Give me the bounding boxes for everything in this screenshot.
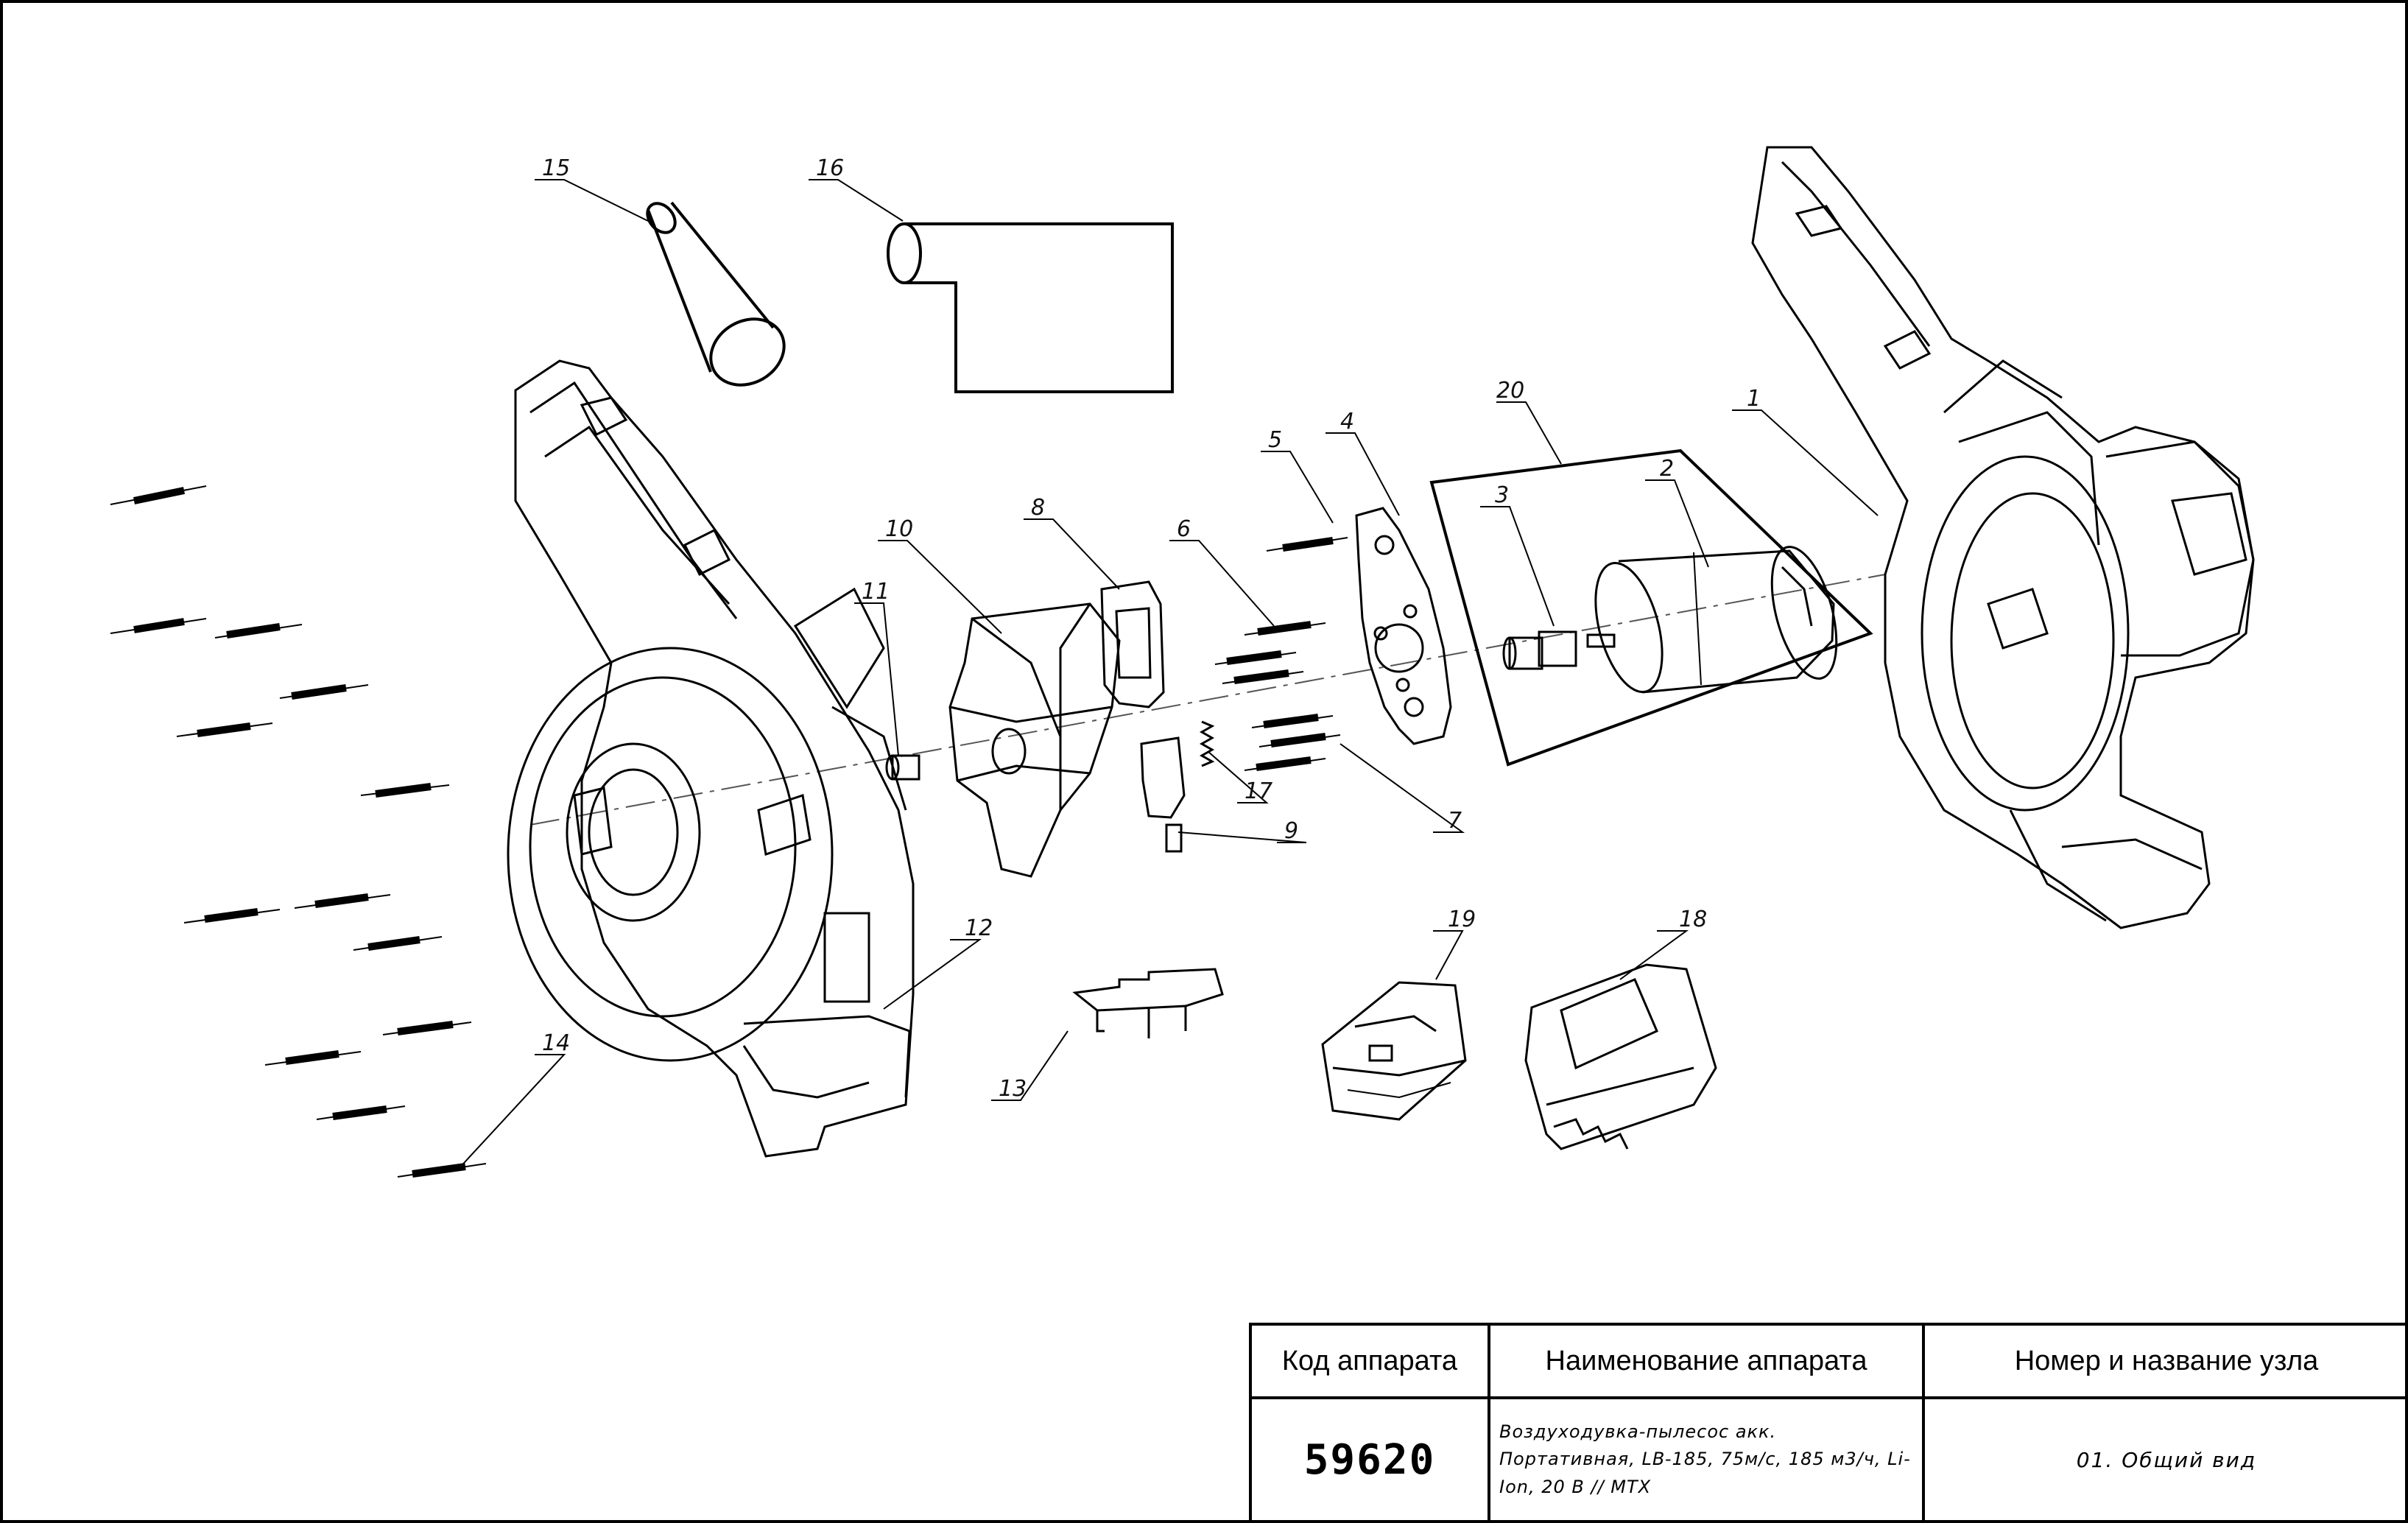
- screw: [214, 623, 303, 639]
- screw: [294, 893, 391, 909]
- cone-nozzle: [646, 201, 786, 387]
- screw: [110, 618, 207, 634]
- callout-4: 4: [1340, 409, 1354, 435]
- screw: [176, 722, 273, 737]
- switch-cover: [1100, 580, 1165, 708]
- motor-group: [1429, 449, 1873, 767]
- screw: [397, 1163, 487, 1178]
- callout-1: 1: [1747, 386, 1761, 412]
- callout-labels: 1 2 3 4 5 6 7 8 9 10 11 12 13 14 15 16 1…: [542, 155, 1761, 1102]
- callout-11: 11: [862, 579, 890, 605]
- screw: [110, 485, 207, 505]
- screw: [1214, 650, 1297, 665]
- callout-14: 14: [542, 1030, 570, 1056]
- battery: [1321, 981, 1467, 1121]
- left-housing: [507, 359, 915, 1158]
- callout-20: 20: [1496, 378, 1524, 404]
- callout-15: 15: [542, 155, 570, 181]
- assembly-axis: [529, 574, 1886, 826]
- callout-5: 5: [1268, 427, 1282, 453]
- switch: [1140, 736, 1186, 853]
- bushing: [885, 754, 920, 781]
- node-header: Номер и название узла: [1922, 1323, 2408, 1399]
- title-block: Код аппарата Наименование аппарата Номер…: [1249, 1323, 2408, 1523]
- callout-17: 17: [1245, 778, 1272, 804]
- motor: [1586, 546, 1838, 694]
- screw: [1244, 621, 1326, 636]
- callout-8: 8: [1031, 495, 1045, 521]
- callout-10: 10: [885, 516, 913, 542]
- callout-12: 12: [965, 915, 993, 941]
- screws: [110, 485, 1348, 1178]
- callout-16: 16: [816, 155, 844, 181]
- screw: [1258, 733, 1341, 748]
- impeller: [948, 602, 1121, 878]
- name-header: Наименование аппарата: [1488, 1323, 1925, 1399]
- callout-19: 19: [1448, 907, 1476, 932]
- callout-6: 6: [1177, 516, 1191, 542]
- device-name: Воздуходувка-пылесос акк. Портативная, L…: [1488, 1396, 1925, 1523]
- code-header: Код аппарата: [1249, 1323, 1490, 1399]
- assembly-node: 01. Общий вид: [1922, 1396, 2408, 1523]
- screw: [183, 908, 281, 924]
- motor-coupling: [1502, 630, 1577, 670]
- callout-2: 2: [1660, 456, 1674, 482]
- screw: [1251, 714, 1334, 728]
- screw: [353, 936, 443, 951]
- bracket: [1072, 968, 1224, 1038]
- leader-lines: [456, 179, 1879, 1172]
- screw: [316, 1105, 406, 1120]
- right-housing: [1751, 146, 2255, 929]
- screw: [264, 1050, 362, 1066]
- callout-7: 7: [1448, 808, 1462, 834]
- screw: [1244, 756, 1326, 771]
- spring: [1199, 720, 1215, 767]
- screw: [279, 684, 369, 700]
- motor-mount-plate: [1355, 507, 1452, 745]
- screw: [1222, 669, 1304, 684]
- device-code: 59620: [1249, 1396, 1490, 1523]
- charger: [1524, 963, 1717, 1150]
- callout-13: 13: [999, 1076, 1027, 1102]
- callout-3: 3: [1495, 482, 1509, 508]
- screw: [1266, 537, 1348, 552]
- blower-tube: [887, 222, 1174, 393]
- callout-18: 18: [1679, 907, 1707, 932]
- screw: [360, 783, 450, 798]
- screw: [382, 1021, 472, 1035]
- callout-9: 9: [1284, 818, 1298, 844]
